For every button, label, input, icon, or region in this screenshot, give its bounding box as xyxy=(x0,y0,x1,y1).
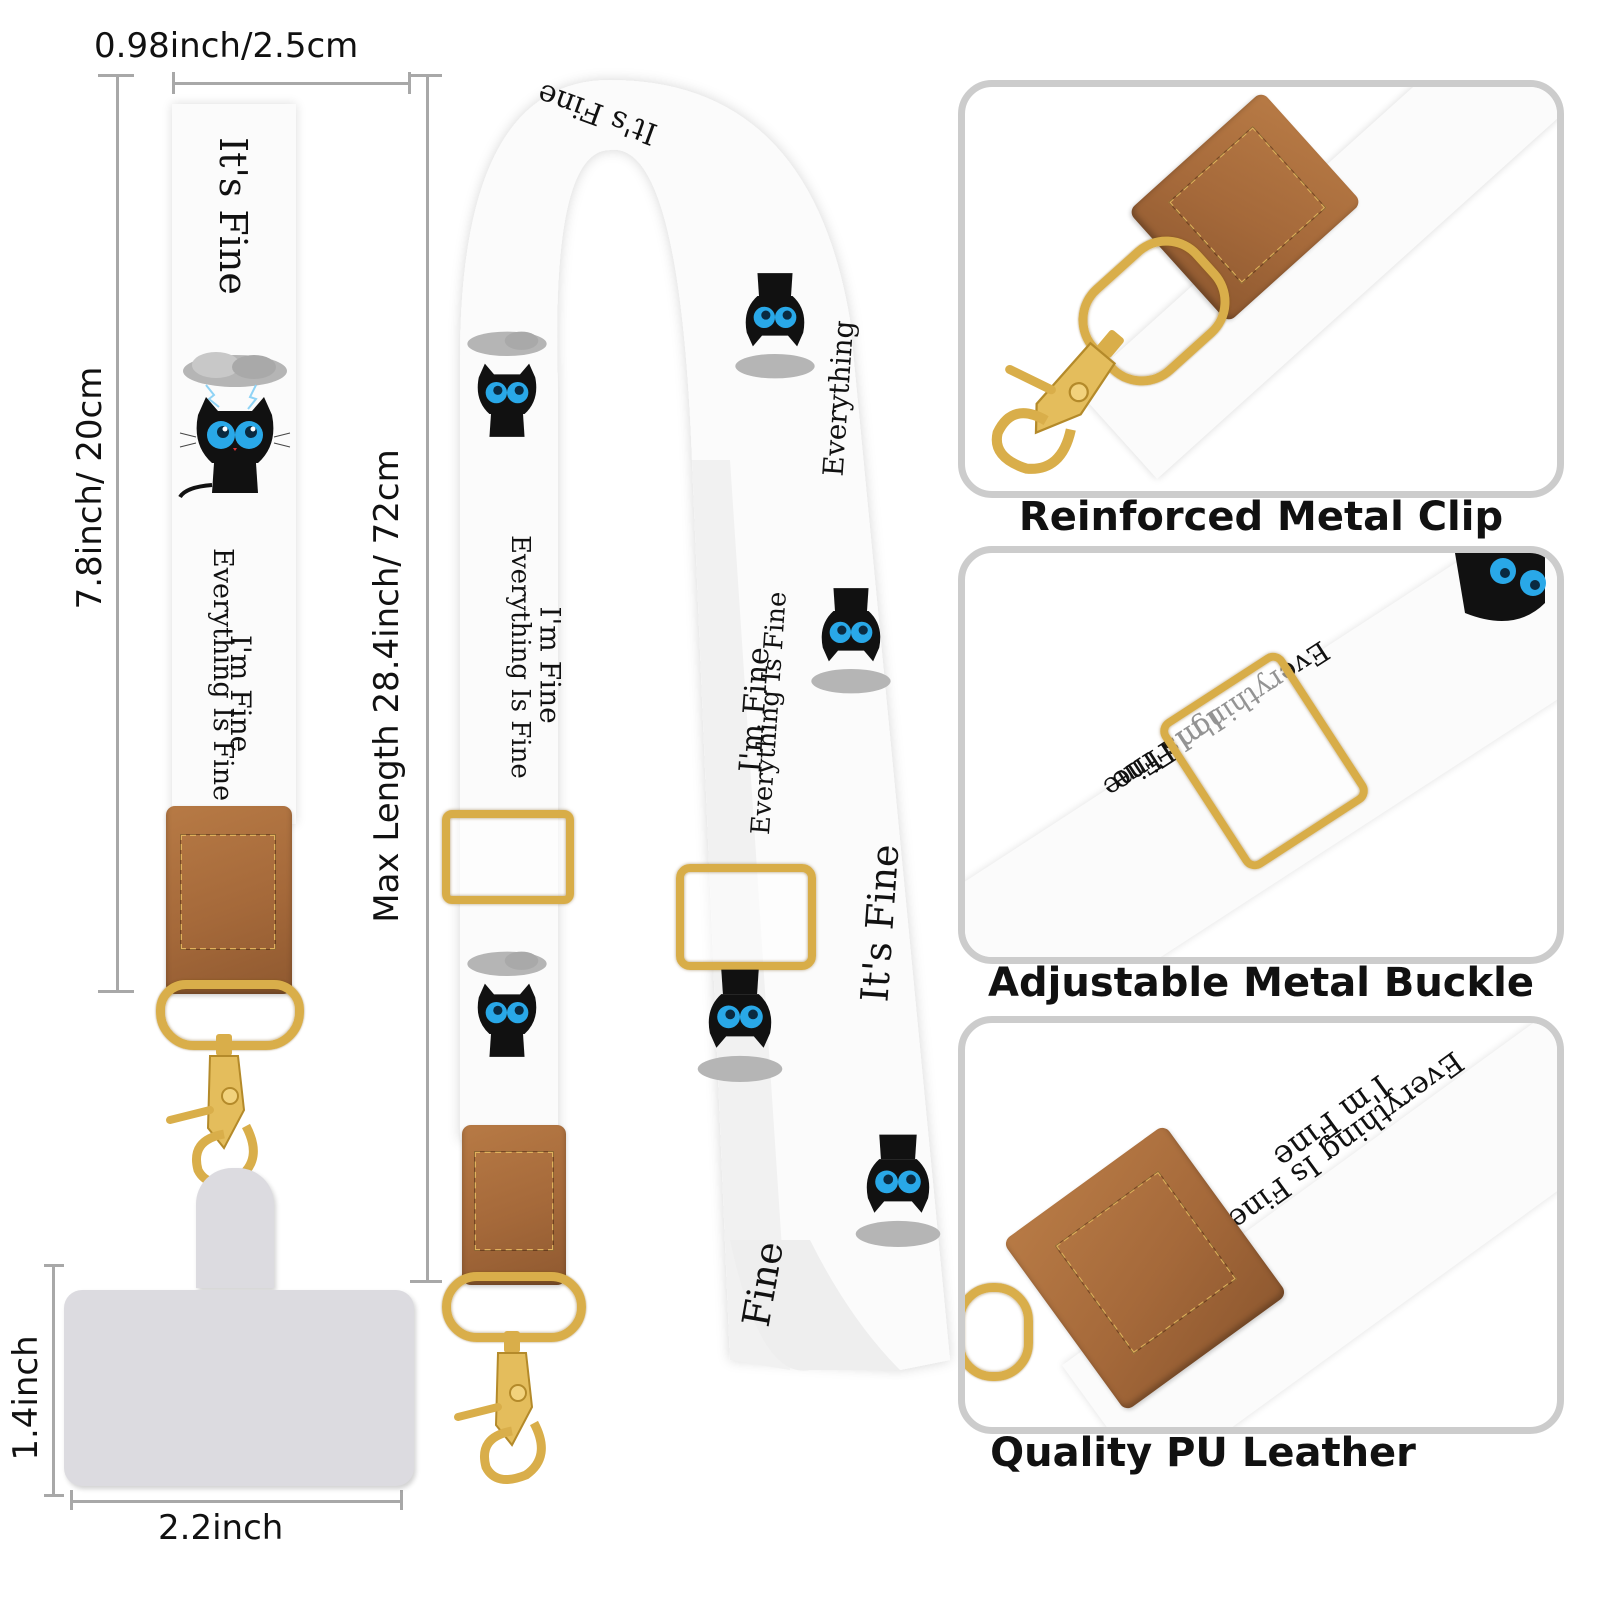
short-strap-length-label: 7.8inch/ 20cm xyxy=(70,366,110,610)
tab-width-line xyxy=(70,1500,402,1503)
strap-print-everything-is-fine: Everything Is Fine xyxy=(505,535,535,779)
strap-width-line xyxy=(172,82,410,85)
max-length-tick-bottom xyxy=(410,1280,442,1283)
cat-icon xyxy=(811,588,891,694)
feature-caption: Reinforced Metal Clip xyxy=(1018,494,1504,540)
cat-with-cloud-illustration xyxy=(176,345,294,505)
tab-width-label: 2.2inch xyxy=(158,1508,284,1548)
strap-print-im-fine: I'm Fine xyxy=(533,606,567,724)
leather-stitching xyxy=(474,1151,554,1251)
cat-icon xyxy=(467,331,547,437)
cat-icon xyxy=(735,273,815,379)
strap-print-its-fine: It's Fine xyxy=(211,137,255,295)
d-ring-icon xyxy=(965,1283,1033,1381)
feature-image-frame: I'm Fine Everything Is Fine xyxy=(958,1016,1564,1434)
feature-image-frame xyxy=(958,80,1564,498)
leather-end-tab xyxy=(166,806,292,994)
strap-width-tick-left xyxy=(172,72,175,94)
tab-height-line xyxy=(52,1264,55,1496)
cat-icon xyxy=(855,1134,941,1247)
short-length-tick-bottom xyxy=(98,990,134,993)
strap-width-tick-right xyxy=(408,72,411,94)
strap-print-everything-is-fine: Everything Is Fine xyxy=(207,548,238,802)
leather-end-tab xyxy=(462,1125,566,1285)
phone-tab-neck xyxy=(196,1168,274,1288)
cat-icon xyxy=(697,969,783,1082)
cat-icon xyxy=(1455,553,1546,621)
tab-height-label: 1.4inch xyxy=(6,1335,46,1461)
leather-stitching xyxy=(1054,1170,1238,1355)
tab-height-tick-bottom xyxy=(44,1494,64,1497)
feature-caption: Adjustable Metal Buckle xyxy=(988,960,1534,1006)
lobster-clip-icon xyxy=(166,1034,258,1187)
feature-image-frame: I'm Fine Everything Is Fine xyxy=(958,546,1564,964)
feature-caption: Quality PU Leather xyxy=(990,1430,1416,1476)
cat-icon xyxy=(467,951,547,1057)
short-length-line xyxy=(116,74,119,992)
tab-width-tick-right xyxy=(400,1490,403,1510)
cat-icon xyxy=(178,352,291,499)
max-length-line xyxy=(426,74,429,1282)
adjustable-buckle-icon xyxy=(676,864,816,970)
adjustable-buckle-icon xyxy=(442,810,574,904)
leather-stitching xyxy=(180,834,276,950)
max-length-label: Max Length 28.4inch/ 72cm xyxy=(367,449,407,923)
lobster-clip-icon xyxy=(454,1331,546,1484)
lobster-clip-icon xyxy=(991,329,1124,474)
phone-tab-patch xyxy=(64,1290,414,1486)
strap-width-label: 0.98inch/2.5cm xyxy=(94,26,359,66)
